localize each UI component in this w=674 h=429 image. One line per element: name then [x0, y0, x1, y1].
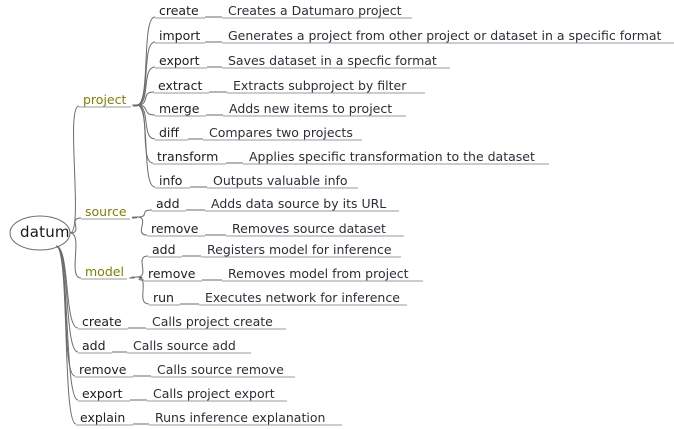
description-project-extract: Extracts subproject by filter [233, 78, 407, 93]
edge-model-to-run-2 [136, 276, 150, 305]
description-project-transform: Applies specific transformation to the d… [249, 149, 535, 164]
edge-project-to-extract-3 [136, 91, 155, 106]
description-model-remove: Removes model from project [228, 266, 409, 281]
edge-project-to-import-1 [136, 41, 156, 106]
command-label-project-info[interactable]: info [159, 173, 183, 188]
description-project-import: Generates a project from other project o… [228, 28, 662, 43]
description-model-run: Executes network for inference [205, 290, 400, 305]
edge-root-to-source [69, 217, 82, 234]
description-root-explain: Runs inference explanation [155, 410, 326, 425]
edge-source-to-add-0 [136, 209, 153, 218]
command-label-project-import[interactable]: import [159, 28, 201, 43]
branch-label-source[interactable]: source [85, 204, 127, 219]
command-label-project-transform[interactable]: transform [157, 149, 219, 164]
edge-source-to-hub [131, 216, 138, 219]
description-root-add: Calls source add [133, 338, 236, 353]
command-label-root-create[interactable]: create [82, 314, 122, 329]
branch-label-model[interactable]: model [85, 264, 124, 279]
command-label-project-extract[interactable]: extract [158, 78, 203, 93]
edge-project-to-hub [131, 104, 139, 107]
command-label-project-diff[interactable]: diff [159, 125, 180, 140]
command-label-source-add[interactable]: add [156, 196, 180, 211]
description-model-add: Registers model for inference [207, 242, 392, 257]
command-label-model-remove[interactable]: remove [148, 266, 196, 281]
description-root-create: Calls project create [152, 314, 273, 329]
command-label-root-remove[interactable]: remove [79, 362, 127, 377]
command-label-source-remove[interactable]: remove [151, 221, 199, 236]
description-root-export: Calls project export [153, 386, 275, 401]
command-label-root-explain[interactable]: explain [80, 410, 126, 425]
description-source-add: Adds data source by its URL [211, 196, 387, 211]
root-node-label[interactable]: datum [20, 223, 70, 241]
command-label-root-export[interactable]: export [82, 386, 123, 401]
description-project-merge: Adds new items to project [229, 101, 393, 116]
edge-source-to-remove-1 [136, 216, 148, 236]
description-root-remove: Calls source remove [157, 362, 284, 377]
edge-model-to-add-0 [136, 255, 149, 278]
description-project-info: Outputs valuable info [213, 173, 348, 188]
description-project-create: Creates a Datumaro project [228, 3, 402, 18]
command-label-project-export[interactable]: export [159, 53, 200, 68]
command-label-model-add[interactable]: add [152, 242, 176, 257]
edge-project-to-info-7 [136, 104, 156, 188]
edge-root-to-explain-top-4 [55, 245, 77, 425]
command-label-model-run[interactable]: run [153, 290, 174, 305]
command-label-project-merge[interactable]: merge [159, 101, 200, 116]
edge-root-to-project [69, 105, 80, 234]
branch-label-project[interactable]: project [83, 92, 127, 107]
description-source-remove: Removes source dataset [232, 221, 386, 236]
edge-model-to-hub [128, 276, 138, 279]
description-project-export: Saves dataset in a specfic format [228, 53, 437, 68]
edge-root-to-model [69, 232, 82, 279]
command-label-project-create[interactable]: create [159, 3, 199, 18]
description-project-diff: Compares two projects [209, 125, 353, 140]
edge-project-to-create-0 [136, 16, 156, 106]
edge-project-to-export-2 [136, 66, 156, 106]
command-label-root-add[interactable]: add [82, 338, 106, 353]
